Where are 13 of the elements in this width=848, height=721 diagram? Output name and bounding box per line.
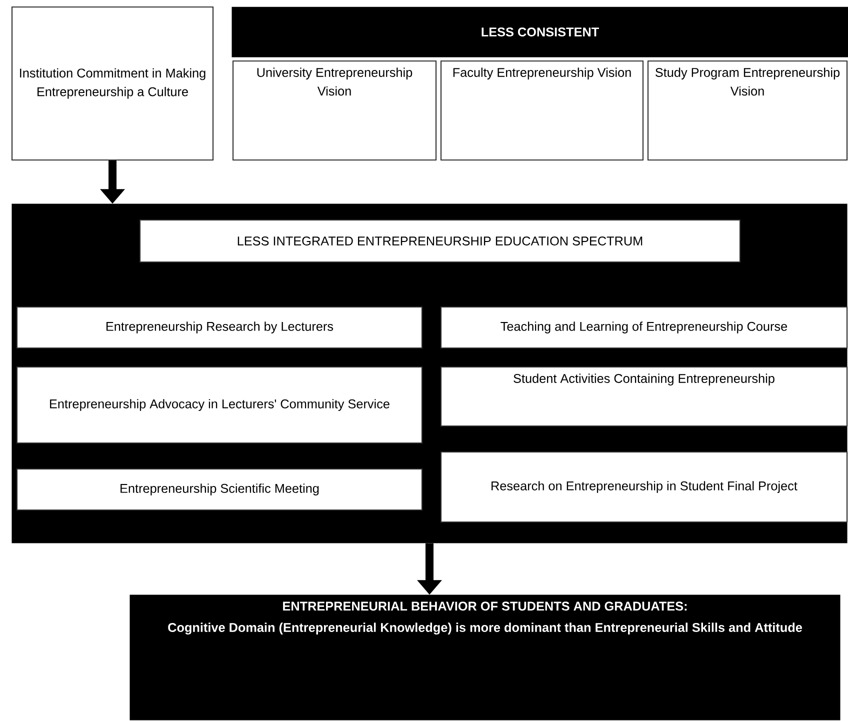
- text-box: Student Activities Containing Entrepreneurship: [440, 366, 848, 427]
- text-box: University Entrepreneurship Vision: [232, 60, 437, 161]
- text-box: Entrepreneurship Advocacy in Lecturers' Community Service: [16, 366, 423, 444]
- text-box: LESS INTEGRATED ENTREPRENEURSHIP EDUCATION SPECTRUM: [139, 219, 741, 263]
- text-box: Institution Commitment in Making Entrepreneurship a Culture: [11, 6, 214, 161]
- text-box: Faculty Entrepreneurship Vision: [440, 60, 644, 161]
- text-box: Research on Entrepreneurship in Student Final Project: [440, 451, 848, 523]
- header-band: LESS CONSISTENT: [232, 6, 848, 58]
- text-box: Entrepreneurship Scientific Meeting: [16, 468, 423, 511]
- text-box: Entrepreneurship Research by Lecturers: [16, 306, 423, 349]
- result-box: ENTREPRENEURIAL BEHAVIOR OF STUDENTS AND GRADUATES: Cognitive Domain (Entrepreneurial Knowledge) is more dominant than Entrepreneurial Skills and Attitude: [130, 594, 840, 720]
- text-box: Study Program Entrepreneurship Vision: [647, 60, 848, 161]
- text-box: Teaching and Learning of Entrepreneurship Course: [440, 306, 848, 349]
